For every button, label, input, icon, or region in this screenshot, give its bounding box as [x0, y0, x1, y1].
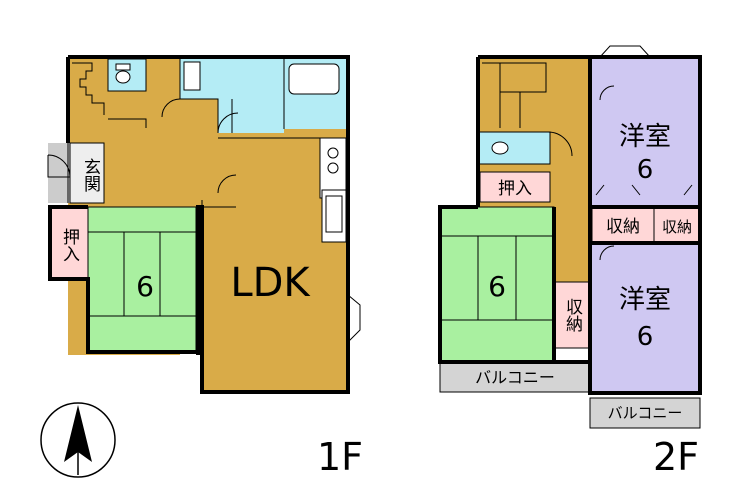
closet-2f-label: 押入 [498, 179, 532, 199]
walls-2f [438, 55, 702, 395]
door-swings-1f [161, 98, 239, 194]
tatami-room-1f [87, 206, 197, 353]
tatami-1f-label: 6 [136, 270, 154, 303]
storage-a-label: 収納 [606, 217, 640, 237]
entrance-hall [69, 142, 105, 204]
western-room-1 [590, 57, 700, 207]
storage-c-label: 収納 [562, 298, 583, 333]
bay-window-2f [599, 45, 651, 58]
storage-a [591, 206, 655, 244]
western-room-1-name: 洋室 [619, 122, 671, 152]
sink-icon [183, 61, 201, 91]
washroom-lower-1f [218, 99, 284, 133]
entrance-label: 玄関 [80, 158, 100, 192]
bathtub-icon [288, 63, 340, 95]
western-room-2-name: 洋室 [619, 285, 671, 315]
walls-1f [48, 55, 350, 394]
closet-1f-label: 押入 [59, 228, 80, 262]
door-swings-2f [547, 85, 693, 261]
floor-1-plan: 玄関 押入 6 LDK 1F [47, 55, 363, 479]
western-room-2-size: 6 [637, 322, 654, 352]
balcony-1-label: バルコニー [475, 368, 555, 387]
floor-2-plan: 押入 6 洋室 6 洋室 6 収納 収納 収納 バルコニー バルコニー 2F [438, 45, 702, 479]
ldk-label: LDK [230, 260, 311, 306]
balcony-2-label: バルコニー [608, 404, 683, 422]
entrance-door-icon [47, 154, 71, 178]
kitchen-counter [319, 137, 347, 243]
floor-2-label: 2F [653, 435, 699, 479]
closet-2f [479, 171, 551, 203]
north-arrow-icon [40, 402, 116, 478]
stairs-2f [480, 59, 547, 129]
floor-1-cutout-2 [48, 355, 188, 395]
toilet-icon-2f [491, 141, 509, 155]
toilet-2f [477, 131, 551, 165]
wet-strip-1f [232, 59, 284, 99]
ldk-wall [196, 205, 204, 355]
western-room-1-size: 6 [637, 155, 654, 185]
bay-window-1f [347, 294, 361, 343]
balcony-2 [589, 397, 701, 429]
western-room-2 [590, 243, 700, 393]
floor-1-label: 1F [317, 435, 363, 479]
tatami-2f-label: 6 [488, 270, 506, 303]
toilet-icon [115, 63, 131, 84]
tatami-room-2f [439, 206, 555, 363]
storage-b-label: 収納 [662, 218, 692, 236]
stairs-1f [70, 59, 108, 119]
